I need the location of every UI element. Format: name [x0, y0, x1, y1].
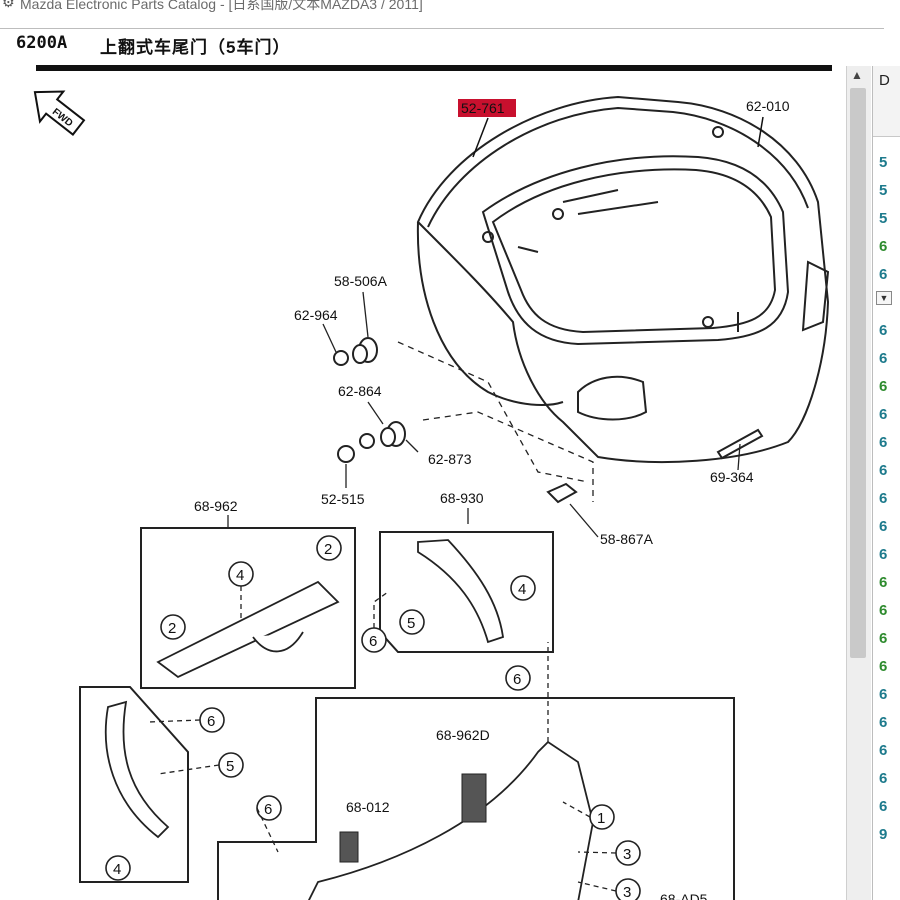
callout-4[interactable]: 4	[105, 855, 131, 881]
callout-3[interactable]: 3	[615, 878, 641, 900]
svg-text:4: 4	[236, 567, 244, 584]
parts-diagram: FWD 52-761 62-010 58-506A 62-964 62-864 …	[18, 62, 844, 900]
part-label-62-964[interactable]: 62-964	[294, 307, 338, 323]
svg-text:3: 3	[623, 846, 631, 863]
callout-3[interactable]: 3	[615, 840, 641, 866]
parts-list-item[interactable]: 6	[879, 770, 888, 787]
parts-list-item[interactable]: 6	[879, 350, 888, 367]
parts-list-item[interactable]: 6	[879, 798, 888, 815]
diagram-scrollbar[interactable]: ▲	[846, 66, 871, 900]
callout-5[interactable]: 5	[218, 752, 244, 778]
section-header: 6200A 上翻式车尾门（5车门）	[0, 28, 884, 63]
callout-2[interactable]: 2	[316, 535, 342, 561]
diagram-canvas: FWD 52-761 62-010 58-506A 62-964 62-864 …	[33, 65, 832, 900]
part-label-52-515[interactable]: 52-515	[321, 491, 365, 507]
parts-list-header: D	[873, 66, 900, 137]
callout-5[interactable]: 5	[399, 609, 425, 635]
parts-list-item[interactable]: 6	[879, 630, 888, 647]
parts-list-item[interactable]: 6	[879, 238, 888, 255]
clip-68-962D	[461, 773, 487, 823]
part-label-68-962D[interactable]: 68-962D	[436, 727, 490, 743]
svg-text:1: 1	[597, 810, 605, 827]
parts-list-item[interactable]: 6	[879, 574, 888, 591]
parts-list-item[interactable]: 6	[879, 686, 888, 703]
callout-4[interactable]: 4	[228, 561, 254, 587]
parts-list-item[interactable]: 6	[879, 434, 888, 451]
clip-68-012	[339, 831, 359, 863]
part-label-68-930[interactable]: 68-930	[440, 490, 484, 506]
scroll-up-icon[interactable]: ▲	[851, 68, 863, 82]
parts-list-item[interactable]: 6	[879, 518, 888, 535]
callout-2[interactable]: 2	[160, 614, 186, 640]
callout-1[interactable]: 1	[589, 804, 615, 830]
parts-list-panel: D 5 5 5 6 6 6 6 6 6 6 6 6 6 6 6 6 6 6 6 6 6 6 6 9 ▼	[872, 66, 900, 900]
dropdown-arrow-icon[interactable]: ▼	[876, 291, 892, 305]
parts-list-item[interactable]: 6	[879, 714, 888, 731]
part-label-62-010[interactable]: 62-010	[746, 98, 790, 114]
parts-list-item[interactable]: 5	[879, 154, 888, 171]
parts-list-item[interactable]: 5	[879, 210, 888, 227]
callout-6[interactable]: 6	[505, 665, 531, 691]
detail-box-68-962	[140, 527, 356, 689]
small-parts	[333, 337, 764, 504]
svg-text:5: 5	[226, 758, 234, 775]
window-titlebar: ⚙ Mazda Electronic Parts Catalog - [日系国版…	[0, 0, 900, 14]
callout-4[interactable]: 4	[510, 575, 536, 601]
parts-list-header-label: D	[879, 72, 890, 89]
app-icon: ⚙	[2, 0, 15, 10]
svg-text:3: 3	[623, 884, 631, 900]
part-label-68-AD5[interactable]: 68-AD5	[660, 891, 708, 900]
parts-list-item[interactable]: 9	[879, 826, 888, 843]
svg-text:4: 4	[113, 861, 121, 878]
parts-list-item[interactable]: 6	[879, 546, 888, 563]
detail-box-68-930	[379, 531, 554, 653]
diagram-top-border	[36, 65, 832, 71]
leader-lines	[227, 291, 741, 538]
trim-drawing	[417, 539, 504, 644]
detail-box-lower	[217, 697, 735, 900]
handle-drawing	[156, 580, 340, 679]
svg-text:2: 2	[168, 620, 176, 637]
callout-6[interactable]: 6	[199, 707, 225, 733]
scrollbar-thumb[interactable]	[850, 88, 866, 658]
highlight-box	[458, 99, 516, 117]
parts-list-item[interactable]: 6	[879, 406, 888, 423]
part-label-52-761[interactable]: 52-761	[461, 100, 505, 116]
section-code: 6200A	[16, 33, 68, 53]
part-label-58-506A[interactable]: 58-506A	[334, 273, 388, 289]
tailgate-drawing	[416, 95, 830, 463]
window-title: Mazda Electronic Parts Catalog - [日系国版/文…	[20, 0, 423, 12]
parts-list-item[interactable]: 6	[879, 742, 888, 759]
pillar-drawing	[104, 700, 170, 839]
part-label-68-962[interactable]: 68-962	[194, 498, 238, 514]
part-label-69-364[interactable]: 69-364	[710, 469, 754, 485]
svg-text:6: 6	[369, 633, 377, 650]
parts-list-item[interactable]: 5	[879, 182, 888, 199]
fwd-arrow-icon: FWD	[33, 90, 86, 136]
part-label-62-873[interactable]: 62-873	[428, 451, 472, 467]
callout-leaders	[147, 586, 617, 892]
parts-list-item[interactable]: 6	[879, 658, 888, 675]
parts-list-item[interactable]: 6	[879, 266, 888, 283]
svg-text:2: 2	[324, 541, 332, 558]
section-title: 上翻式车尾门（5车门）	[100, 38, 291, 57]
svg-text:6: 6	[264, 801, 272, 818]
svg-text:5: 5	[407, 615, 415, 632]
svg-text:4: 4	[518, 581, 526, 598]
detail-box-pillar	[79, 686, 189, 883]
svg-text:6: 6	[207, 713, 215, 730]
part-label-58-867A[interactable]: 58-867A	[600, 531, 654, 547]
part-label-68-012[interactable]: 68-012	[346, 799, 390, 815]
parts-list-item[interactable]: 6	[879, 490, 888, 507]
svg-text:6: 6	[513, 671, 521, 688]
callout-6[interactable]: 6	[361, 627, 387, 653]
parts-list-item[interactable]: 6	[879, 602, 888, 619]
parts-list-item[interactable]: 6	[879, 322, 888, 339]
lower-trim-drawing	[307, 740, 594, 900]
parts-list-item[interactable]: 6	[879, 378, 888, 395]
part-label-62-864[interactable]: 62-864	[338, 383, 382, 399]
parts-list-item[interactable]: 6	[879, 462, 888, 479]
